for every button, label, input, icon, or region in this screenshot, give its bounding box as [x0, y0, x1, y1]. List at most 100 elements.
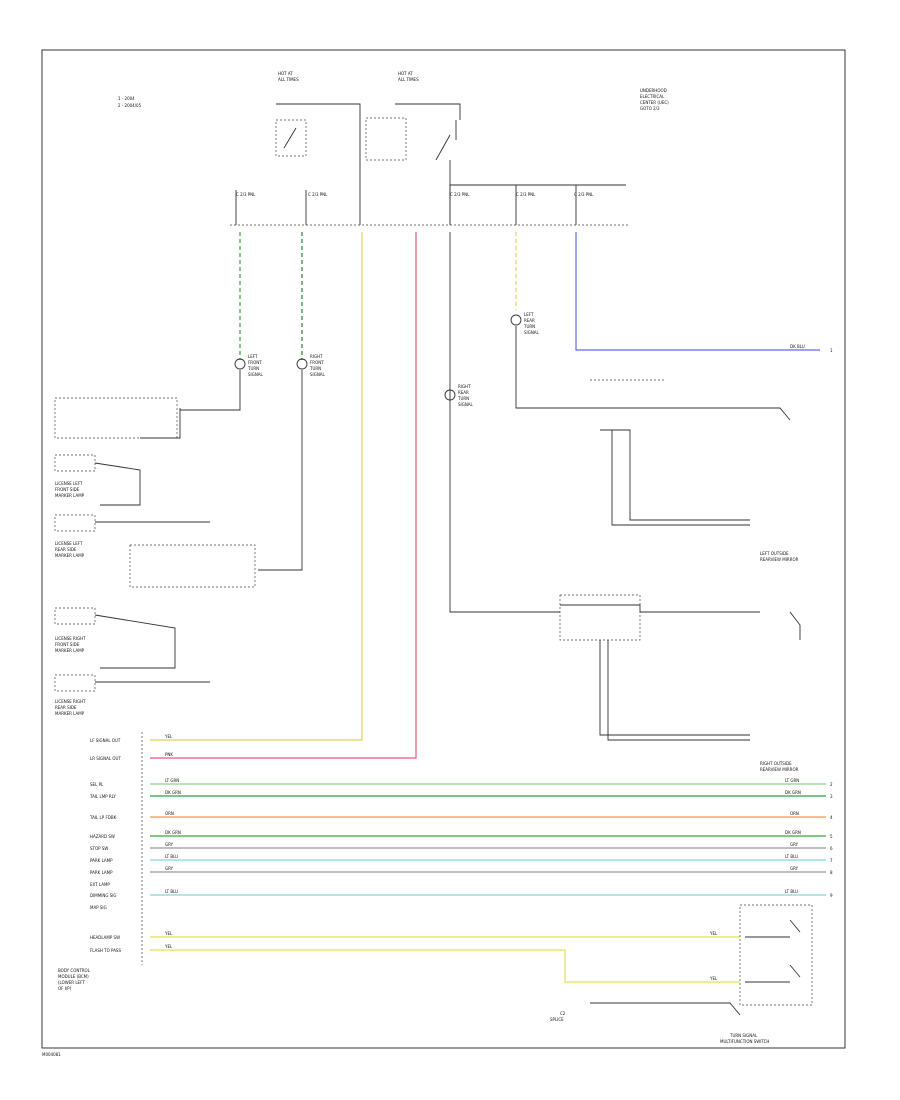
svg-text:3: 3	[830, 794, 833, 799]
svg-text:DK GRN: DK GRN	[785, 830, 801, 835]
wire-yellow-flash	[150, 949, 740, 983]
svg-text:YEL: YEL	[164, 944, 173, 949]
svg-text:TURN: TURN	[309, 366, 321, 371]
wire-black-center	[449, 232, 560, 613]
fuse-right-header: HOT AT ALL TIMES	[398, 71, 419, 82]
right-mirror-group: LEFT OUTSIDE REARVIEW MIRROR RIGHT OUTSI…	[559, 429, 801, 772]
svg-text:TURN: TURN	[247, 366, 259, 371]
svg-text:MARKER LAMP: MARKER LAMP	[55, 493, 85, 498]
svg-text:LT BLU: LT BLU	[785, 889, 798, 894]
legend-line-2: 2 - 2004/05	[118, 103, 142, 108]
svg-text:6: 6	[830, 846, 833, 851]
svg-text:4: 4	[830, 815, 833, 820]
left-rear-ground	[515, 326, 791, 421]
svg-text:FLASH TO PASS: FLASH TO PASS	[90, 948, 121, 953]
svg-text:ALL TIMES: ALL TIMES	[398, 77, 419, 82]
svg-text:FRONT SIDE: FRONT SIDE	[55, 642, 80, 647]
svg-text:8: 8	[830, 870, 833, 875]
mirror-right-label-2: REARVIEW MIRROR	[760, 767, 799, 772]
svg-text:9: 9	[830, 893, 833, 898]
svg-text:FRONT: FRONT	[310, 360, 324, 365]
svg-text:UNDERHOOD: UNDERHOOD	[640, 88, 667, 93]
svg-text:ALL TIMES: ALL TIMES	[278, 77, 299, 82]
switch-ground	[590, 1002, 741, 1016]
footer-code: M004081	[42, 1052, 61, 1057]
svg-text:LT BLU: LT BLU	[785, 854, 798, 859]
svg-text:MULTIFUNCTION SWITCH: MULTIFUNCTION SWITCH	[720, 1039, 769, 1044]
svg-text:LR SIGNAL OUT: LR SIGNAL OUT	[90, 756, 121, 761]
svg-text:RIGHT: RIGHT	[458, 384, 471, 389]
bcm-pin-labels: LF SIGNAL OUT LR SIGNAL OUT SEL PL TAIL …	[89, 738, 121, 953]
svg-text:PARK LAMP: PARK LAMP	[90, 858, 113, 863]
svg-text:LICENSE RIGHT: LICENSE RIGHT	[55, 636, 86, 641]
svg-text:GOTO 2/3: GOTO 2/3	[640, 106, 660, 111]
svg-text:DK GRN: DK GRN	[785, 790, 801, 795]
legend-line-1: 1 - 2004	[118, 96, 135, 101]
wire-pink-lr-signal	[150, 232, 417, 759]
lamp-right-rear-label: RIGHT REAR TURN SIGNAL	[457, 384, 474, 407]
lamp-left-rear-label: LEFT REAR TURN SIGNAL	[523, 312, 540, 335]
svg-text:YEL: YEL	[709, 976, 718, 981]
svg-text:HAZARD SW: HAZARD SW	[90, 834, 115, 839]
svg-text:STOP SW: STOP SW	[90, 846, 108, 851]
lamp-right-rear-icon	[444, 389, 456, 401]
svg-text:SPLICE: SPLICE	[550, 1017, 564, 1022]
left-switch-group	[54, 397, 256, 692]
svg-text:LT GRN: LT GRN	[785, 778, 799, 783]
svg-text:LF SIGNAL OUT: LF SIGNAL OUT	[90, 738, 121, 743]
svg-text:TAIL LP FDBK: TAIL LP FDBK	[89, 815, 117, 820]
svg-text:SIGNAL: SIGNAL	[248, 372, 264, 377]
svg-text:ORN: ORN	[790, 811, 799, 816]
svg-text:YEL: YEL	[164, 931, 173, 936]
svg-text:CENTER (UEC): CENTER (UEC)	[640, 100, 669, 105]
connector-labels: C 2/3 PNL C 2/3 PNL C 2/3 PNL C 2/3 PNL …	[236, 192, 594, 197]
connector-drops	[235, 184, 626, 225]
lamp-left-front-label: LEFT FRONT TURN SIGNAL	[247, 354, 264, 377]
svg-text:5: 5	[830, 834, 833, 839]
svg-text:YEL: YEL	[164, 734, 173, 739]
diagram-frame	[41, 49, 846, 1049]
svg-text:TAIL LMP RLY: TAIL LMP RLY	[89, 794, 116, 799]
svg-text:TURN: TURN	[523, 324, 535, 329]
wire-blue-dkblu	[575, 232, 820, 351]
svg-text:HOT AT: HOT AT	[278, 71, 293, 76]
svg-text:REAR: REAR	[458, 390, 469, 395]
svg-text:C 2/3 PNL: C 2/3 PNL	[574, 192, 594, 197]
svg-text:LEFT: LEFT	[524, 312, 534, 317]
svg-text:LICENSE LEFT: LICENSE LEFT	[55, 481, 83, 486]
svg-text:MARKER LAMP: MARKER LAMP	[55, 648, 85, 653]
svg-text:EXT LAMP: EXT LAMP	[90, 882, 110, 887]
wire-yellow-lf-signal	[150, 232, 363, 741]
svg-text:DK BLU: DK BLU	[790, 344, 805, 349]
svg-text:TURN SIGNAL: TURN SIGNAL	[729, 1033, 758, 1038]
svg-text:LT GRN: LT GRN	[165, 778, 179, 783]
svg-text:ELECTRICAL: ELECTRICAL	[640, 94, 665, 99]
left-switch-labels: LICENSE LEFT FRONT SIDE MARKER LAMP LICE…	[55, 481, 86, 716]
svg-text:BODY CONTROL: BODY CONTROL	[58, 968, 91, 973]
front-lamp-grounds	[180, 370, 303, 571]
svg-text:REAR SIDE: REAR SIDE	[55, 705, 77, 710]
svg-text:DK GRN: DK GRN	[165, 830, 181, 835]
underhood-note: UNDERHOOD ELECTRICAL CENTER (UEC) GOTO 2…	[640, 88, 669, 111]
flasher-relay	[365, 103, 461, 225]
svg-text:PARK LAMP: PARK LAMP	[90, 870, 113, 875]
svg-text:LICENSE RIGHT: LICENSE RIGHT	[55, 699, 86, 704]
svg-text:GRY: GRY	[165, 842, 174, 847]
lamp-left-front-icon	[234, 358, 246, 370]
svg-text:SEL PL: SEL PL	[90, 782, 104, 787]
lamp-left-rear-icon	[510, 314, 522, 326]
svg-text:LT BLU: LT BLU	[165, 854, 178, 859]
svg-text:LT BLU: LT BLU	[165, 889, 178, 894]
svg-text:SIGNAL: SIGNAL	[458, 402, 474, 407]
svg-text:YEL: YEL	[709, 931, 718, 936]
svg-text:SIGNAL: SIGNAL	[524, 330, 540, 335]
mirror-right-label-1: RIGHT OUTSIDE	[760, 761, 792, 766]
wire-code-labels: YEL PNK LT GRN DK GRN ORN DK GRN GRY LT …	[164, 344, 805, 981]
bcm-title: BODY CONTROL MODULE (BCM) (LOWER LEFT OF…	[58, 968, 91, 991]
mirror-left-label-1: LEFT OUTSIDE	[760, 551, 789, 556]
svg-text:GRY: GRY	[790, 866, 799, 871]
svg-text:C 2/3 PNL: C 2/3 PNL	[516, 192, 536, 197]
svg-text:RIGHT: RIGHT	[310, 354, 323, 359]
svg-text:MAP SIG: MAP SIG	[90, 905, 107, 910]
